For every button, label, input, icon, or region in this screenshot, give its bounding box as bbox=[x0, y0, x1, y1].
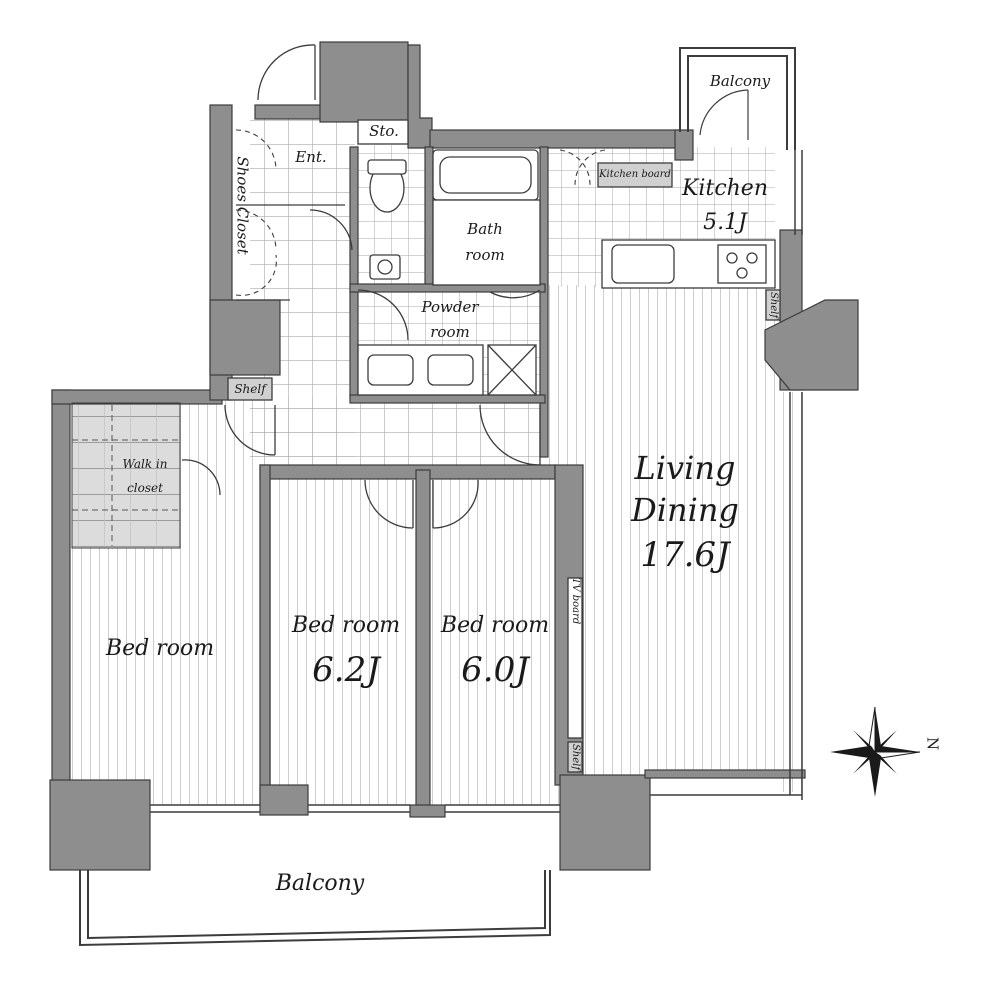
shelf-kitchen-label: Shelf bbox=[768, 291, 779, 319]
bedroom-middle-floor bbox=[268, 475, 414, 805]
shelf-hall-box bbox=[227, 377, 273, 401]
living-window-strip bbox=[775, 392, 803, 792]
sto-box bbox=[357, 119, 409, 145]
tv-board-box bbox=[567, 577, 583, 739]
living-dining-label-line2: Dining bbox=[631, 491, 739, 529]
toilet-sink bbox=[369, 254, 401, 280]
storage-label: Sto. bbox=[369, 122, 399, 140]
kitchen-balcony bbox=[679, 47, 796, 150]
shelf-kitchen-box bbox=[765, 289, 781, 321]
bedroom-left-label: Bed room bbox=[105, 636, 215, 661]
shelf-tv-box bbox=[567, 741, 583, 773]
living-dining-label-line1: Living bbox=[634, 449, 736, 487]
walk-in-closet-floor bbox=[72, 403, 180, 548]
sink-left bbox=[367, 354, 414, 386]
bedroom-right-door bbox=[432, 479, 479, 529]
kitchen-board-box bbox=[597, 162, 673, 188]
bathroom-label-line2: room bbox=[465, 246, 505, 264]
sink-right bbox=[427, 354, 474, 386]
kitchen-size: 5.1J bbox=[703, 210, 747, 235]
compass-north-label: N bbox=[923, 736, 942, 751]
bedroom-middle-door bbox=[364, 479, 414, 529]
walk-in-closet-shelves bbox=[71, 402, 181, 549]
tv-board-label: TV board bbox=[570, 577, 581, 625]
fixtures bbox=[227, 119, 781, 773]
shelf-hall-label: Shelf bbox=[234, 382, 266, 396]
toilet-door bbox=[309, 209, 353, 251]
bedroom-right-size: 6.0J bbox=[461, 650, 529, 690]
stove bbox=[717, 244, 767, 284]
living-door bbox=[479, 404, 541, 466]
bedroom-middle-label: Bed room bbox=[291, 613, 401, 638]
kitchen-sink bbox=[611, 244, 675, 284]
living-dining-size: 17.6J bbox=[640, 535, 730, 575]
bathroom-label-line1: Bath bbox=[467, 220, 503, 238]
shoes-closet-doors bbox=[235, 129, 606, 296]
doors bbox=[181, 44, 541, 529]
bath-door bbox=[489, 289, 541, 299]
kitchen-board-label: Kitchen board bbox=[599, 169, 671, 180]
balcony-floor bbox=[80, 820, 550, 950]
bedroom-right-label: Bed room bbox=[440, 613, 550, 638]
bath-area bbox=[432, 199, 541, 286]
balcony-kitchen-label: Balcony bbox=[709, 72, 771, 90]
bedroom-right-floor bbox=[430, 475, 562, 805]
powder-room-label-line2: room bbox=[430, 323, 470, 341]
compass-rose bbox=[830, 706, 921, 797]
window-lines bbox=[150, 150, 803, 813]
closet-door bbox=[181, 459, 221, 496]
kitchen-label: Kitchen bbox=[682, 176, 768, 201]
balcony-outline bbox=[79, 870, 551, 947]
floors bbox=[68, 118, 803, 950]
hall-floor-lower bbox=[250, 395, 548, 468]
shoes-closet-label: Shoes Closet bbox=[233, 156, 252, 255]
walk-in-closet-label-line2: closet bbox=[127, 481, 163, 495]
bedroom-middle-size: 6.2J bbox=[312, 650, 380, 690]
balcony-main-label: Balcony bbox=[275, 871, 365, 896]
bedroom-left-door bbox=[224, 404, 276, 456]
powder-door bbox=[357, 289, 409, 341]
entrance-label: Ent. bbox=[295, 148, 327, 166]
powder-room-label-line1: Powder bbox=[421, 298, 479, 316]
shelf-tv-label: Shelf bbox=[570, 743, 581, 771]
entrance-door bbox=[257, 44, 316, 101]
walk-in-closet-label-line1: Walk in bbox=[122, 457, 168, 471]
